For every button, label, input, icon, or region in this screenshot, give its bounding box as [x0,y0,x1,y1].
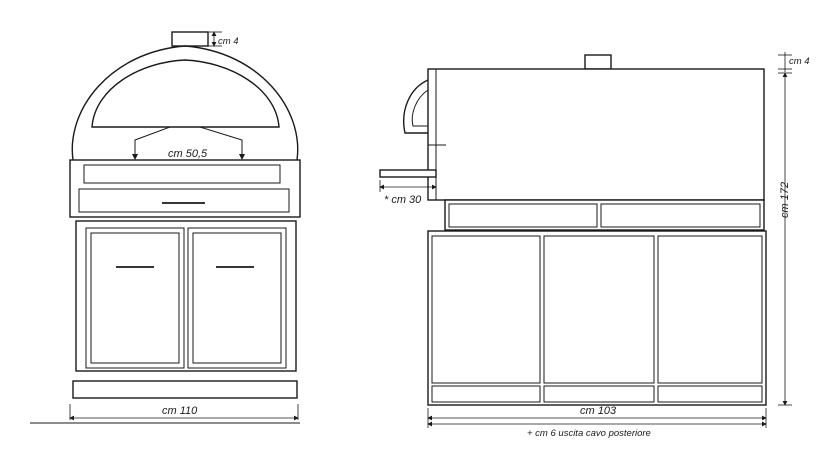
front-drawer [78,188,290,213]
side-width-dimension: cm 103 [580,405,617,417]
side-drawer-band [444,199,765,231]
side-drawer-right [600,203,761,228]
side-cabinet [427,230,767,406]
side-height-dimension: cm 172 [779,182,791,218]
front-width-dimension: cm 110 [162,405,198,417]
front-view: cm 50,5 cm 4 cm 110 [30,31,301,424]
side-base-3 [657,385,763,403]
front-door-left [85,227,185,369]
side-panel-1 [431,235,541,384]
side-shelf [379,169,437,178]
side-shelf-dimension: * cm 30 [384,194,422,206]
front-chimney [171,31,209,47]
side-cable-note: + cm 6 uscita cavo posteriore [527,428,651,439]
mouth-leader-right [199,126,243,155]
side-chimney-dimension: cm 4 [789,56,810,67]
front-door-right [187,227,287,369]
front-chimney-dimension: cm 4 [218,36,239,47]
front-oven-mouth [91,59,280,128]
front-door-left-panel [90,232,180,364]
side-hood [403,79,429,134]
front-cabinet [75,220,297,372]
front-dome [71,45,299,161]
side-panel-3 [657,235,763,384]
side-panel-2 [543,235,655,384]
front-door-right-panel [192,232,282,364]
front-mouth-dimension: cm 50,5 [168,148,208,160]
side-oven-body [427,68,765,201]
side-view: cm 4 cm 172 * cm 30 cm 103 + cm 6 uscita… [379,52,810,439]
side-drawer-left [448,203,598,228]
side-base-2 [543,385,655,403]
front-drawer-top [83,164,281,184]
side-hood-inner [411,89,429,127]
side-base-1 [431,385,541,403]
front-plinth [72,380,298,399]
side-chimney [584,54,612,70]
mouth-leader-left [134,126,171,155]
